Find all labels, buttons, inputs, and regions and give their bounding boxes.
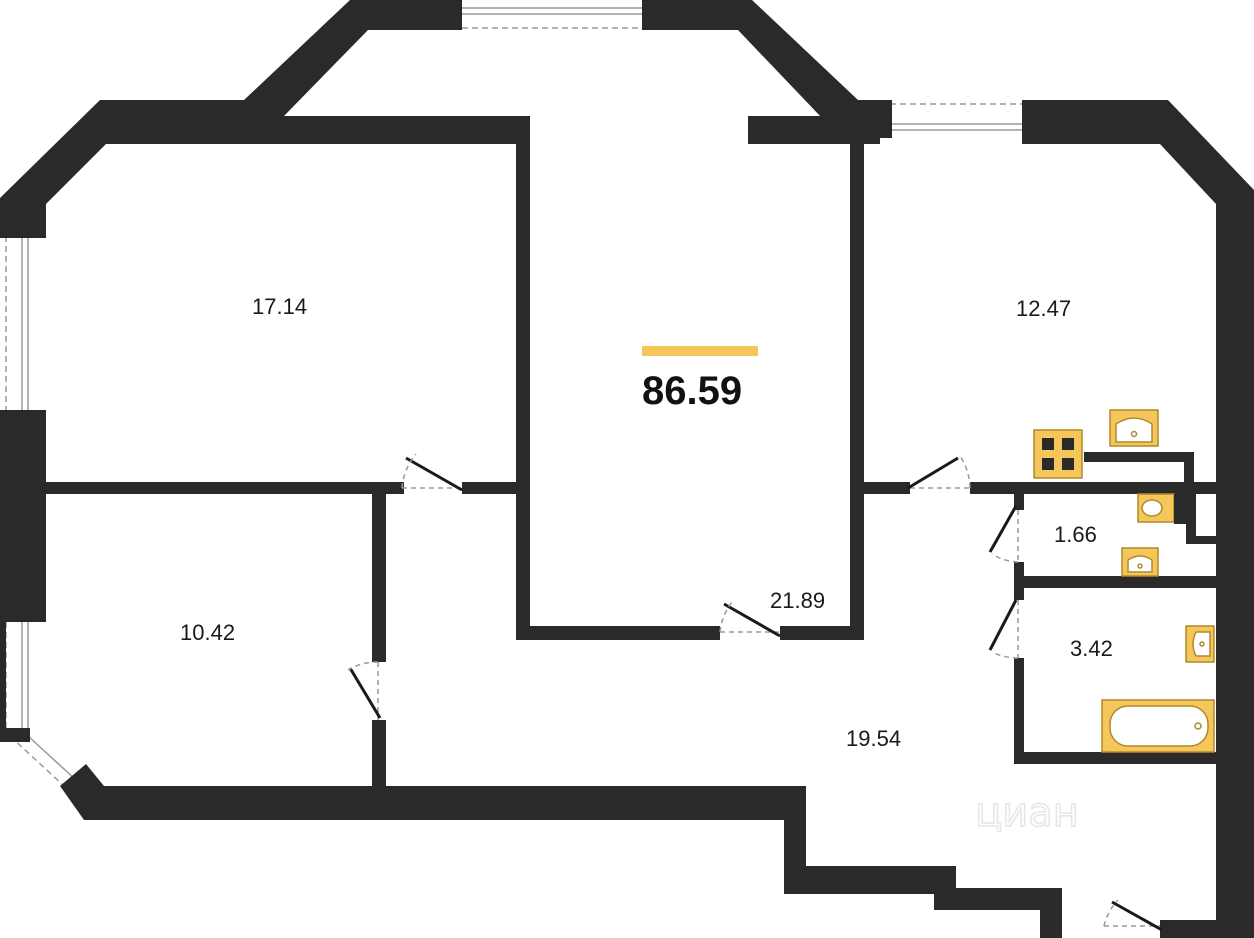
wall-bay-top-right — [642, 0, 892, 138]
wall-living-bottom — [516, 626, 720, 640]
wall-kitchen-counter — [1084, 452, 1194, 462]
room-area-hallway: 19.54 — [846, 726, 901, 751]
wall-toilet-left-lower — [1014, 562, 1024, 588]
wall-bedroom3-right-lower — [372, 720, 386, 788]
wall-bedroom-divider-right — [462, 482, 518, 494]
watermark-text: циан — [975, 790, 1079, 836]
window-top-right — [890, 103, 1022, 131]
door-bedroom2 — [907, 455, 971, 490]
kitchen-sink-icon — [1109, 409, 1159, 447]
wall-bath-bottom — [1014, 752, 1216, 764]
window-left-upper — [5, 236, 29, 410]
window-corner — [9, 735, 77, 787]
door-bedroom1 — [401, 453, 463, 492]
stove-icon — [1033, 429, 1083, 479]
door-toilet — [988, 505, 1019, 563]
wall-bedroom1-right — [516, 116, 530, 640]
door-entrance — [1103, 899, 1163, 932]
wall-left-top — [0, 198, 46, 238]
wall-bedroom2-bottom-right — [970, 482, 1216, 494]
wall-bath-left-upper — [1014, 588, 1024, 600]
toilet-sink-icon — [1121, 547, 1159, 577]
wall-toilet-shaft — [1186, 492, 1196, 540]
wall-bay-top-left — [244, 0, 462, 116]
total-accent-bar — [642, 346, 758, 356]
wall-left-bottom — [0, 620, 6, 732]
wall-wet-divider — [1014, 576, 1216, 588]
door-living — [719, 601, 781, 638]
wall-outer-bottom — [84, 786, 1062, 938]
bathtub-icon — [1101, 699, 1215, 753]
room-area-living: 21.89 — [770, 588, 825, 613]
room-area-bedroom-3: 10.42 — [180, 620, 235, 645]
door-bedroom3 — [347, 661, 382, 720]
wall-bedroom-divider-left — [46, 482, 404, 494]
bathroom-sink-icon — [1185, 625, 1215, 663]
wall-right-stub — [1160, 920, 1216, 938]
wall-toilet-shaft-bottom — [1186, 536, 1216, 544]
fixtures — [1033, 409, 1215, 753]
wall-living-top-stub — [748, 116, 880, 144]
wall-bedroom1-top — [100, 116, 530, 144]
room-area-bedroom-2: 12.47 — [1016, 296, 1071, 321]
toilet-icon — [1137, 493, 1186, 524]
room-area-bedroom-1: 17.14 — [252, 294, 307, 319]
room-area-toilet: 1.66 — [1054, 522, 1097, 547]
room-area-bathroom: 3.42 — [1070, 636, 1113, 661]
window-top-center — [462, 7, 642, 29]
wall-toilet-left — [1014, 488, 1024, 510]
doors — [347, 453, 1163, 932]
wall-living-right — [850, 140, 864, 640]
wall-left-pier — [0, 410, 46, 622]
door-bathroom — [988, 599, 1019, 659]
wall-outer-ne — [1022, 100, 1254, 938]
wall-living-bottom-right — [780, 626, 864, 640]
wall-top-left-cap — [100, 100, 260, 120]
total-area-label: 86.59 — [642, 369, 742, 413]
window-left-lower — [5, 622, 29, 730]
wall-bath-left-lower — [1014, 658, 1024, 762]
wall-kitchen-counter-side — [1184, 452, 1194, 488]
wall-bedroom2-bottom-left — [864, 482, 910, 494]
wall-bedroom3-right-upper — [372, 482, 386, 662]
wall-left-bottom-stub — [0, 728, 30, 742]
